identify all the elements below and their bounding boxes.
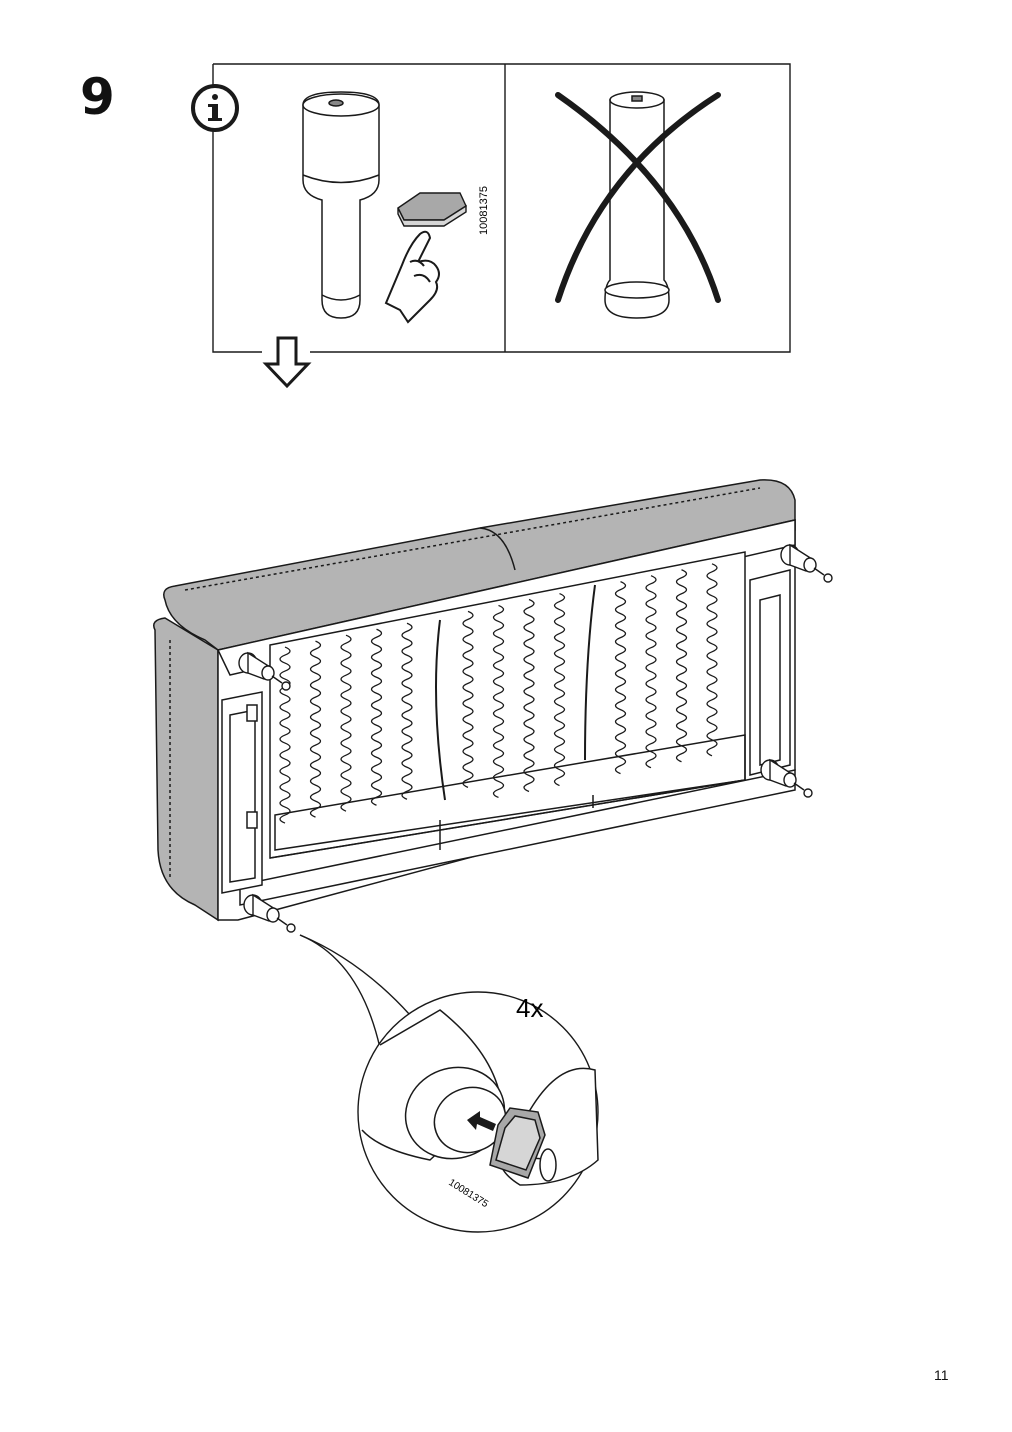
info-panel (212, 63, 791, 353)
spring (340, 634, 352, 812)
spring (492, 604, 505, 799)
cross-out-icon (555, 92, 721, 303)
hexagon-cap-icon (397, 192, 467, 227)
spring (706, 563, 718, 757)
spring (553, 592, 566, 787)
spring (401, 622, 413, 800)
hand-icon (384, 230, 440, 324)
sofa-legs (238, 543, 833, 933)
spring (675, 569, 688, 763)
sofa-leg (243, 893, 296, 933)
springs (279, 563, 718, 824)
page-number: 11 (934, 1367, 949, 1383)
quantity-label: 4x (516, 993, 543, 1023)
info-icon (191, 84, 239, 132)
spring (645, 575, 657, 769)
leg-incorrect-icon (604, 91, 670, 319)
sofa-leg (760, 758, 813, 798)
spring (279, 646, 291, 824)
sofa-leg (238, 651, 291, 691)
spring (614, 581, 627, 775)
leg-correct-icon (302, 91, 380, 319)
sofa-frame (153, 479, 796, 922)
spring (462, 610, 474, 788)
spring (309, 640, 322, 818)
push-arrow-icon (467, 1111, 496, 1131)
spring (523, 598, 535, 793)
spring (370, 628, 383, 806)
step-number: 9 (80, 68, 115, 126)
sofa-leg (780, 543, 833, 583)
detail-hexagon-cap (489, 1107, 546, 1179)
detail-leg (361, 1009, 507, 1161)
part-number-label: 10081375 (478, 186, 490, 235)
arrow-down-icon (262, 336, 312, 389)
